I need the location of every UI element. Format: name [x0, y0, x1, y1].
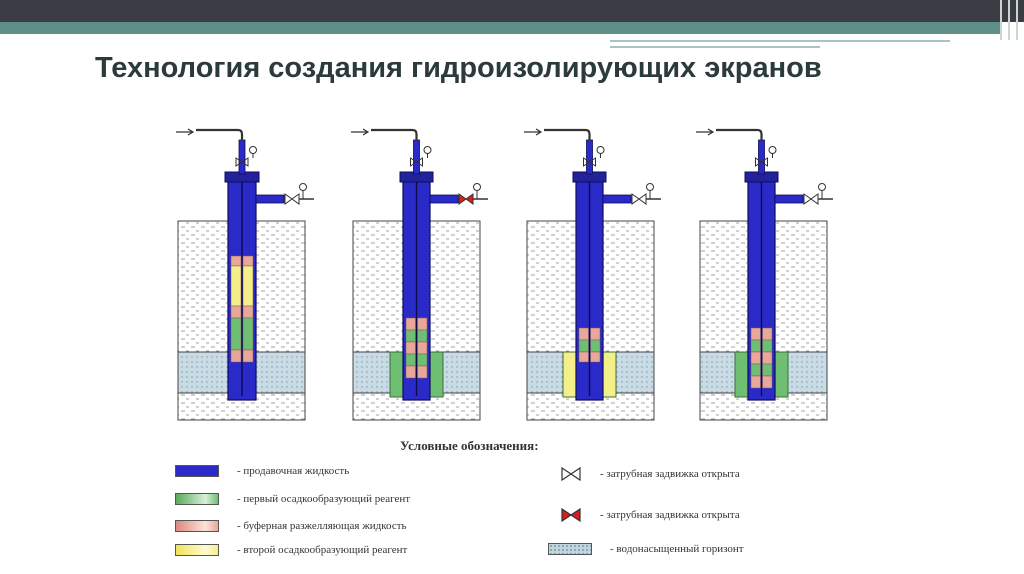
legend-label: - водонасыщенный горизонт [610, 543, 744, 555]
annulus-outlet [255, 194, 285, 204]
flow-arrow-icon [696, 128, 715, 136]
tubing-head [413, 139, 420, 175]
decor-vline [1000, 0, 1002, 40]
fluid-slug [405, 353, 416, 367]
pressure-gauge-icon [299, 183, 307, 191]
fluid-slug [578, 327, 589, 341]
fluid-slug [762, 339, 773, 353]
flow-arrow-icon [176, 128, 195, 136]
fluid-slug [750, 363, 761, 377]
inlet-pipe [716, 128, 763, 141]
inlet-pipe [544, 128, 591, 141]
fluid-slug [762, 363, 773, 377]
fluid-slug [242, 305, 254, 319]
fluid-slug [405, 329, 416, 343]
fluid-slug [417, 365, 428, 379]
fluid-slug [750, 339, 761, 353]
fluid-slug [417, 329, 428, 343]
fluid-slug [405, 365, 416, 379]
inlet-pipe [196, 128, 244, 141]
legend-item-displacement: - продавочная жидкость [175, 465, 349, 477]
annulus-valve-open-icon [803, 193, 819, 205]
legend-item-first-reagent: - первый осадкообразующий реагент [175, 493, 410, 505]
tubing-head [758, 139, 765, 175]
tubing-valve-icon [410, 157, 423, 167]
swatch-yellow [175, 544, 219, 556]
legend-label: - затрубная задвижка открыта [600, 468, 740, 480]
valve-open-icon [561, 466, 581, 482]
swatch-blue [175, 465, 219, 477]
decor-line [610, 40, 950, 42]
swatch-pink [175, 520, 219, 532]
annulus-outlet [429, 194, 459, 204]
legend-item-buffer: - буферная разжелляющая жидкость [175, 520, 407, 532]
pressure-gauge-icon [596, 146, 605, 154]
pressure-gauge-icon [768, 146, 777, 154]
annulus-valve-closed-icon [458, 193, 474, 205]
header-accent-bar [0, 22, 1000, 34]
decor-vline [1016, 0, 1018, 40]
pressure-gauge-icon [423, 146, 432, 154]
legend-item-second-reagent: - второй осадкообразующий реагент [175, 544, 407, 556]
pressure-gauge-icon [646, 183, 654, 191]
fluid-slug [417, 317, 428, 331]
pressure-gauge-icon [473, 183, 481, 191]
annulus-valve-open-icon [284, 193, 300, 205]
legend-label: - затрубная задвижка открыта [600, 509, 740, 521]
annulus-valve-open-icon [631, 193, 647, 205]
annulus-outlet [774, 194, 804, 204]
tubing-valve-icon [235, 157, 249, 167]
swatch-green [175, 493, 219, 505]
fluid-slug [405, 341, 416, 355]
legend-label: - первый осадкообразующий реагент [237, 493, 411, 505]
fluid-slug [578, 351, 589, 363]
annulus-outlet [602, 194, 632, 204]
fluid-slug [750, 375, 761, 389]
fluid-slug [590, 339, 601, 353]
legend-item-water-horizon: - водонасыщенный горизонт [548, 543, 744, 555]
legend-label: - второй осадкообразующий реагент [237, 544, 408, 556]
legend-label: - продавочная жидкость [237, 465, 350, 477]
tubing-valve-icon [583, 157, 596, 167]
fluid-slug [750, 327, 761, 341]
fluid-slug [762, 375, 773, 389]
fluid-slug [417, 353, 428, 367]
fluid-slug [762, 327, 773, 341]
fluid-slug [230, 255, 242, 267]
swatch-dotted [548, 543, 592, 555]
slide-title: Технология создания гидроизолирующих экр… [95, 52, 822, 84]
fluid-slug [417, 341, 428, 355]
fluid-slug [762, 351, 773, 365]
fluid-slug [750, 351, 761, 365]
tubing-valve-icon [755, 157, 768, 167]
decor-vline [1008, 0, 1010, 40]
fluid-slug [590, 327, 601, 341]
fluid-slug [242, 317, 254, 351]
fluid-slug [242, 265, 254, 307]
fluid-slug [230, 265, 242, 307]
valve-closed-icon [561, 507, 581, 523]
legend-label: - буферная разжелляющая жидкость [237, 520, 407, 532]
flow-arrow-icon [351, 128, 370, 136]
header-bar [0, 0, 1024, 22]
fluid-slug [230, 305, 242, 319]
tubing-head [238, 139, 246, 175]
fluid-slug [578, 339, 589, 353]
fluid-slug [230, 349, 242, 363]
pressure-gauge-icon [249, 146, 257, 154]
pressure-gauge-icon [818, 183, 826, 191]
tubing-head [586, 139, 593, 175]
legend-item-valve-open: - затрубная задвижка открыта [556, 466, 740, 482]
fluid-slug [230, 317, 242, 351]
fluid-slug [242, 349, 254, 363]
legend-title: Условные обозначения: [400, 438, 539, 453]
legend-item-valve-closed: - затрубная задвижка открыта [556, 507, 740, 523]
inlet-pipe [371, 128, 418, 141]
decor-line [610, 46, 820, 48]
fluid-slug [242, 255, 254, 267]
flow-arrow-icon [524, 128, 543, 136]
fluid-slug [405, 317, 416, 331]
fluid-slug [590, 351, 601, 363]
